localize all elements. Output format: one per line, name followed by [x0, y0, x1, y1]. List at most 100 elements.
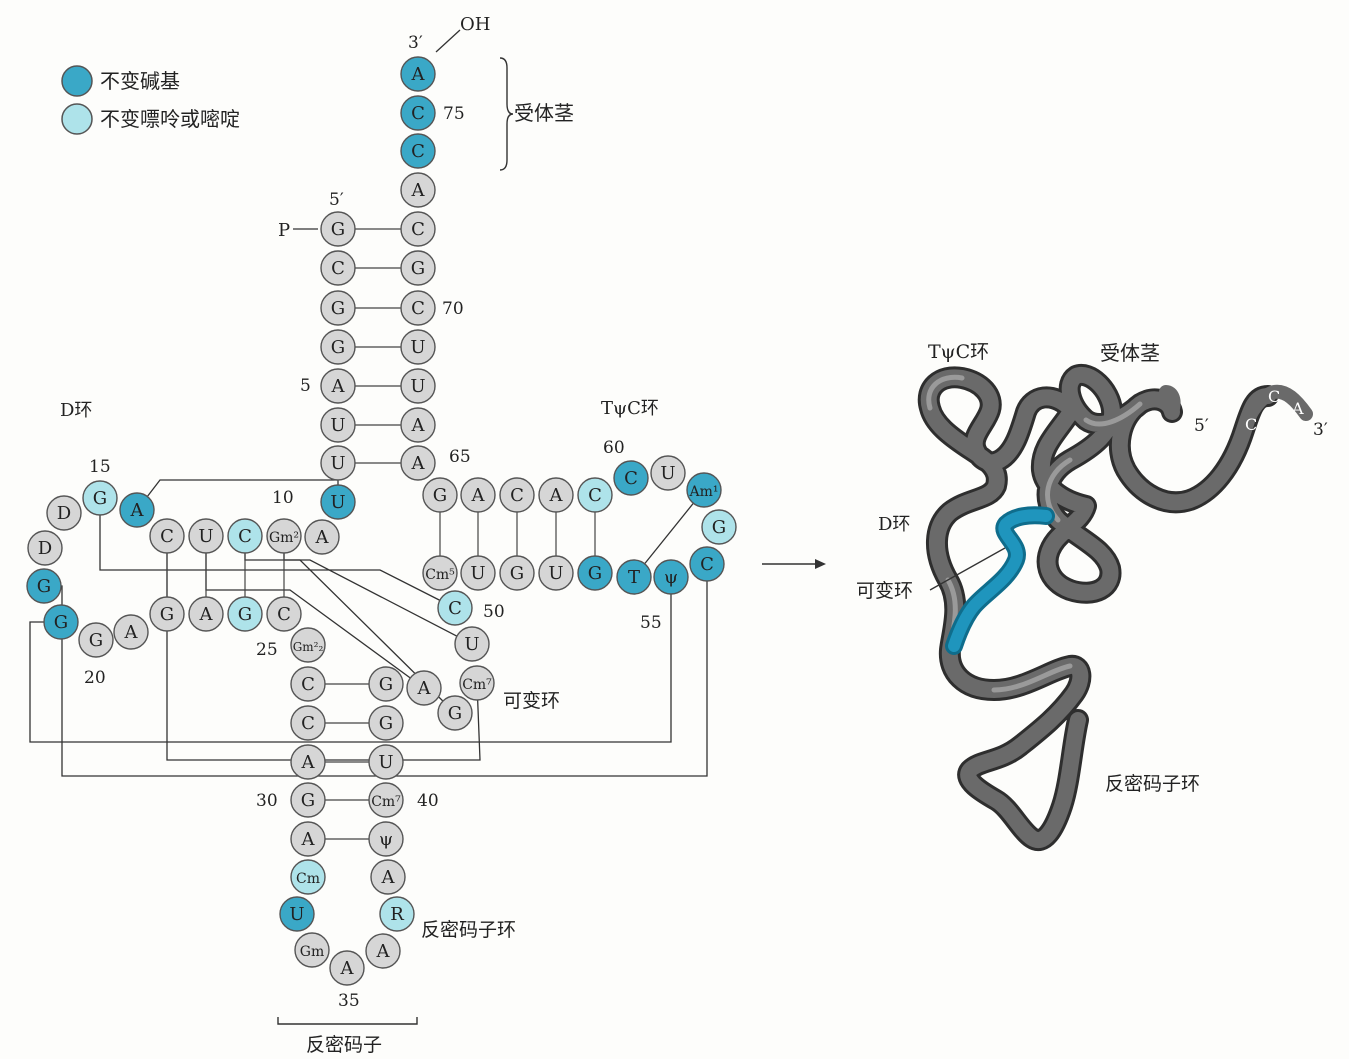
- nucleotide-n65: G: [422, 477, 458, 513]
- model-anticodon-loop-label: 反密码子环: [1105, 773, 1200, 795]
- legend-semi-swatch: [61, 103, 93, 135]
- nucleotide-label: G: [588, 563, 602, 584]
- nucleotide-label: U: [410, 337, 425, 358]
- model-tpsic-loop-label: TψC环: [928, 341, 989, 363]
- nucleotide-n17: D: [27, 530, 63, 566]
- nucleotide-n15: G: [82, 480, 118, 516]
- nucleotide-n54: T: [616, 559, 652, 595]
- position-number: 35: [338, 991, 360, 1011]
- nucleotide-label: G: [331, 219, 345, 240]
- nucleotide-circle: [320, 329, 356, 365]
- nucleotide-label: U: [410, 376, 425, 397]
- nucleotide-label: C: [411, 219, 425, 240]
- nucleotide-label: G: [379, 674, 393, 695]
- nucleotide-n58: Am¹: [686, 472, 722, 508]
- nucleotide-circle: [400, 56, 436, 92]
- nucleotide-n24: G: [227, 596, 263, 632]
- nucleotide-n40: Cm⁷: [368, 782, 404, 818]
- nucleotide-circle: [227, 518, 263, 554]
- nucleotide-label: G: [433, 485, 447, 506]
- nucleotide-circle: [26, 568, 62, 604]
- nucleotide-label: Cm: [296, 871, 320, 887]
- nucleotide-n10: Gm²: [266, 518, 302, 554]
- nucleotide-n60: C: [613, 460, 649, 496]
- nucleotide-circle: [454, 626, 490, 662]
- nucleotide-label: G: [37, 576, 51, 597]
- nucleotide-n35: A: [329, 950, 365, 986]
- nucleotide-label: G: [89, 630, 103, 651]
- nucleotide-circle: [538, 477, 574, 513]
- nucleotide-circle: [686, 472, 722, 508]
- nucleotide-n55: ψ: [653, 559, 689, 595]
- nucleotide-n28: C: [290, 705, 326, 741]
- nucleotide-label: U: [660, 463, 675, 484]
- nucleotide-label: A: [471, 485, 486, 506]
- nucleotide-circle: [400, 329, 436, 365]
- position-number: 5: [300, 376, 311, 396]
- model-acceptor-stem-label: 受体茎: [1100, 341, 1160, 365]
- nucleotide-n69: U: [400, 329, 436, 365]
- nucleotide-circle: [294, 932, 330, 968]
- nucleotide-label: Cm⁷: [371, 794, 401, 810]
- nucleotide-label: A: [411, 453, 426, 474]
- model-three-prime-label: 3′: [1313, 420, 1328, 440]
- nucleotide-label: G: [331, 298, 345, 319]
- nucleotide-label: Am¹: [689, 484, 719, 500]
- nucleotide-label: A: [411, 64, 426, 85]
- nucleotide-label: G: [93, 488, 107, 509]
- nucleotide-n29: A: [290, 744, 326, 780]
- anticodon-bracket: [277, 1017, 418, 1025]
- variable-loop-label: 可变环: [503, 690, 560, 712]
- nucleotide-n72: C: [400, 211, 436, 247]
- transition-arrow: [762, 559, 826, 569]
- nucleotide-circle: [320, 484, 356, 520]
- model-cca-a: A: [1291, 399, 1304, 418]
- nucleotide-circle: [406, 670, 442, 706]
- nucleotide-circle: [437, 695, 473, 731]
- nucleotide-n49: Cm⁵: [422, 555, 458, 591]
- nucleotide-n14: A: [119, 492, 155, 528]
- variable-loop-segment-fill: [948, 509, 1052, 652]
- nucleotide-n62: A: [538, 477, 574, 513]
- nucleotide-circle: [46, 495, 82, 531]
- nucleotide-circle: [650, 455, 686, 491]
- nucleotide-n1: G: [320, 211, 356, 247]
- cloverleaf-annotations: 3′ OH 受体茎 5′ P D环 TψC环 可变环 反密码子环 反密码子: [60, 14, 659, 1056]
- model-cca-c2: C: [1268, 387, 1280, 406]
- nucleotide-label: G: [712, 517, 726, 538]
- nucleotide-circle: [400, 290, 436, 326]
- position-number: 30: [256, 791, 278, 811]
- nucleotide-n41: U: [368, 744, 404, 780]
- nucleotide-circle: [304, 519, 340, 555]
- nucleotide-circle: [78, 622, 114, 658]
- nucleotide-n19: G: [43, 604, 79, 640]
- model-d-loop-label: D环: [878, 514, 910, 535]
- nucleotide-label: A: [130, 500, 145, 521]
- nucleotide-label: C: [411, 103, 425, 124]
- nucleotide-label: G: [411, 258, 425, 279]
- nucleotide-n11: C: [227, 518, 263, 554]
- nucleotide-label: G: [331, 337, 345, 358]
- nucleotide-label: C: [588, 485, 602, 506]
- nucleotide-n26: Gm²₂: [290, 627, 326, 663]
- nucleotide-n42: G: [368, 705, 404, 741]
- nucleotide-circle: [422, 477, 458, 513]
- nucleotide-n52: U: [538, 555, 574, 591]
- nucleotide-label: U: [330, 415, 345, 436]
- nucleotide-n32: Cm: [290, 859, 326, 895]
- nucleotide-label: U: [548, 563, 563, 584]
- nucleotide-circle: [379, 896, 415, 932]
- nucleotide-n56: C: [689, 546, 725, 582]
- nucleotide-n27: C: [290, 666, 326, 702]
- nucleotide-circle: [460, 555, 496, 591]
- nucleotide-circle: [400, 172, 436, 208]
- nucleotide-circle: [82, 480, 118, 516]
- nucleotide-label: A: [417, 678, 432, 699]
- nucleotide-n8: U: [320, 484, 356, 520]
- nucleotide-label: G: [301, 790, 315, 811]
- nucleotide-circle: [616, 559, 652, 595]
- nucleotide-n22: G: [149, 596, 185, 632]
- nucleotide-circle: [400, 133, 436, 169]
- nucleotide-label: G: [160, 604, 174, 625]
- nucleotide-label: C: [510, 485, 524, 506]
